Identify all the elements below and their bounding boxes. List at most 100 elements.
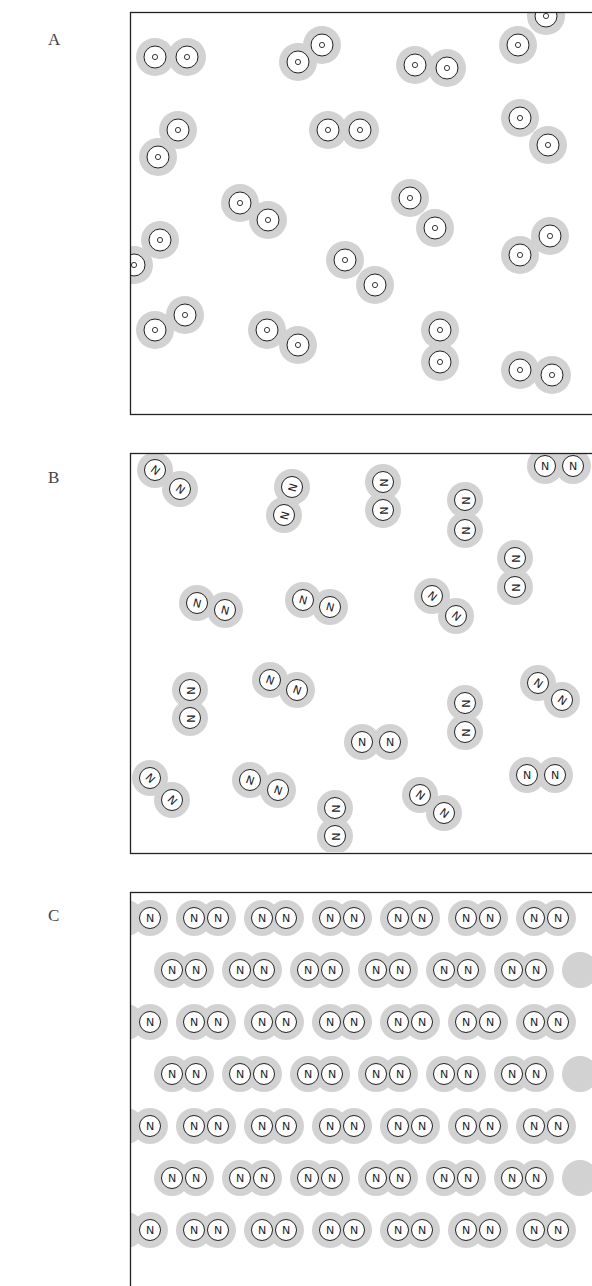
nitrogen-atom: N [411,1219,433,1241]
atom-symbol: N [569,461,577,472]
atom-symbol: N [554,1225,562,1236]
atom-symbol: N [377,506,388,514]
nucleus-dot [357,127,362,132]
atom-circle [509,244,531,266]
atom-symbol: N [464,1173,472,1184]
atom-symbol: N [260,1069,268,1080]
nitrogen-atom: N [445,605,467,627]
atom-symbol: N [258,913,266,924]
atom-halo [317,818,353,852]
atom-symbol: N [440,1173,448,1184]
nitrogen-atom: N [562,455,584,477]
nitrogen-atom: N [479,1115,501,1137]
nitrogen-atom: N [389,1167,411,1189]
atom-circle [364,274,386,296]
nitrogen-atom: N [525,959,547,981]
atom-symbol: N [244,773,255,786]
nitrogen-atom: N [433,802,455,824]
nitrogen-atom: N [501,1167,523,1189]
atom-symbol: N [418,913,426,924]
atom-halo [447,714,483,750]
atom-symbol: N [372,1173,380,1184]
atom-symbol: N [554,1017,562,1028]
atom-symbol: N [377,478,388,486]
nitrogen-atom: N [365,1167,387,1189]
nucleus-dot [131,262,136,267]
atom-symbol: N [304,965,312,976]
atom-symbol: N [168,1069,176,1080]
atom-halo [531,217,569,255]
nitrogen-atom: N [501,959,523,981]
atom-symbol: N [168,965,176,976]
nitrogen-atom: N [319,1011,341,1033]
atom-halo [246,1160,282,1196]
atom-symbol: N [509,554,520,562]
nitrogen-atom: N [185,1167,207,1189]
nitrogen-atom: N [454,692,476,714]
atom-symbol: N [486,1225,494,1236]
panel-letter: B [48,468,59,488]
atom-halo [314,1056,350,1092]
atom-halo [426,795,462,831]
atom-halo [404,900,440,936]
atom-halo [428,49,466,87]
atom-halo [562,952,592,988]
atom-circle [311,34,333,56]
atom-halo [314,1160,350,1196]
atom-symbol: N [459,526,470,534]
nucleus-dot [437,327,442,332]
nitrogen-atom: N [544,764,566,786]
atom-halo [139,138,177,176]
nucleus-dot [295,59,300,64]
nucleus-dot [412,62,417,67]
nucleus-dot [264,327,269,332]
nitrogen-atom: N [229,1167,251,1189]
atom-halo [207,592,243,628]
nitrogen-atom: N [455,1115,477,1137]
atom-symbol: N [146,1017,154,1028]
nucleus-dot [152,54,157,59]
atom-symbol: N [168,1173,176,1184]
nitrogen-atom: N [433,1167,455,1189]
atom-symbol: N [282,1121,290,1132]
atom-circle [541,364,563,386]
atom-halo [472,1004,508,1040]
nitrogen-atom: N [523,907,545,929]
atom-halo [314,952,350,988]
nitrogen-atom: N [365,1063,387,1085]
nitrogen-atom: N [207,1011,229,1033]
nitrogen-atom: N [457,1167,479,1189]
panel-c-halos [131,900,592,1248]
nitrogen-atom: N [372,471,394,493]
nitrogen-atom: N [319,1219,341,1241]
atom-circle [429,351,451,373]
atom-symbol: N [190,1017,198,1028]
atom-symbol: N [146,913,154,924]
nitrogen-atom: N [411,1011,433,1033]
nitrogen-atom: N [179,679,201,701]
nitrogen-atom: N [319,1115,341,1137]
atom-circle [287,51,309,73]
nitrogen-atom: N [389,1063,411,1085]
nitrogen-atom: N [139,1219,161,1241]
atom-halo [178,1056,214,1092]
atom-halo [200,1004,236,1040]
nitrogen-atom: N [292,589,314,611]
atom-circle [176,46,198,68]
atom-halo [382,1056,418,1092]
nitrogen-atom: N [183,1011,205,1033]
atom-symbol: N [326,1017,334,1028]
atom-symbol: N [437,806,450,820]
atom-halo [178,952,214,988]
panel-letter: A [48,30,60,50]
atom-symbol: N [278,510,291,521]
nitrogen-atom: N [343,907,365,929]
nitrogen-atom: N [479,1219,501,1241]
atom-symbol: N [236,1173,244,1184]
atom-halo [416,209,454,247]
nucleus-dot [319,42,324,47]
atom-symbol: N [326,913,334,924]
nitrogen-atom: N [161,959,183,981]
atom-halo [132,1212,168,1248]
atom-symbol: N [509,583,520,591]
